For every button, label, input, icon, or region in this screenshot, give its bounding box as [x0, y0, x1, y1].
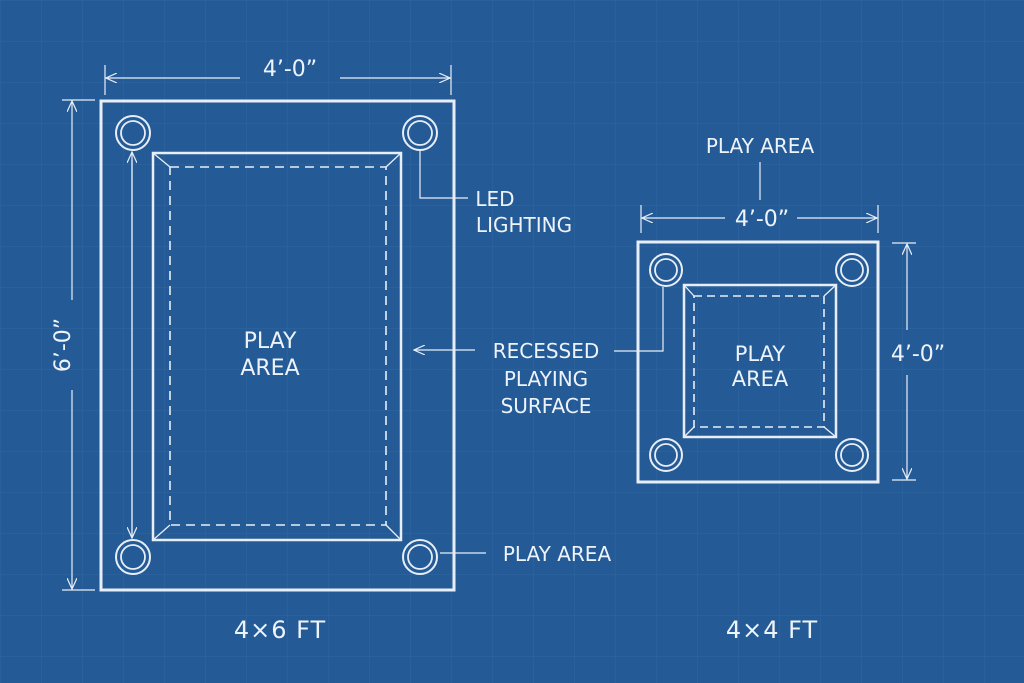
- led-light: [115, 115, 151, 151]
- width-dimension: 4’-0”: [735, 207, 789, 232]
- play-area-callout: PLAY AREA: [503, 542, 612, 566]
- table-4x6: 4’-0” 6’-0” PLAY AREA 4×6 FT: [51, 57, 456, 644]
- top-label: PLAY AREA: [706, 134, 815, 158]
- callouts: LED LIGHTING RECESSED PLAYING SURFACE PL…: [414, 150, 664, 566]
- led-label: LIGHTING: [476, 213, 572, 237]
- led-leader: [419, 150, 468, 199]
- table-frame: [99, 99, 456, 592]
- led-light: [835, 438, 869, 472]
- height-dimension: 6’-0”: [51, 318, 76, 372]
- play-area-label: PLAY: [735, 342, 786, 366]
- led-light: [649, 438, 683, 472]
- recessed-label: SURFACE: [501, 394, 592, 418]
- table-4x4: PLAY AREA 4’-0” 4’-0” PLAY AREA 4×4 FT: [636, 134, 945, 644]
- recessed-label: PLAYING: [504, 367, 588, 391]
- height-dimension: 4’-0”: [891, 342, 945, 367]
- table-frame: [636, 240, 880, 484]
- play-area-label: AREA: [240, 356, 299, 381]
- recess-rim: [682, 283, 838, 439]
- size-caption: 4×4 FT: [726, 616, 818, 644]
- led-light: [649, 253, 683, 287]
- recessed-label: RECESSED: [493, 339, 600, 363]
- size-caption: 4×6 FT: [234, 616, 326, 644]
- bevel-lines: [683, 284, 837, 438]
- led-light: [115, 539, 151, 575]
- led-label: LED: [475, 187, 514, 211]
- bevel-lines: [152, 152, 402, 541]
- play-area-label: AREA: [732, 367, 789, 391]
- play-surface-dashed: [169, 166, 387, 526]
- led-light: [402, 539, 438, 575]
- led-light: [835, 253, 869, 287]
- play-surface-dashed: [693, 295, 825, 428]
- width-dimension: 4’-0”: [263, 57, 317, 82]
- recess-rim: [151, 151, 403, 542]
- play-area-label: PLAY: [244, 329, 297, 354]
- recessed-leader: [614, 287, 664, 352]
